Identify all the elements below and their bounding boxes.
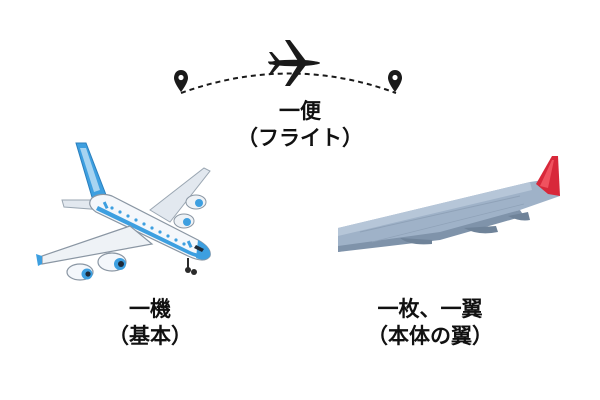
destination-map-pin-icon bbox=[388, 70, 402, 92]
flight-counter-text: 一便 bbox=[279, 99, 321, 123]
airplane-icon bbox=[268, 40, 320, 86]
flight-route bbox=[174, 40, 402, 94]
aircraft-counter-label: 一機 （基本） bbox=[50, 296, 250, 350]
passenger-airplane-image bbox=[36, 142, 211, 281]
flight-counter-label: 一便 （フライト） bbox=[200, 98, 400, 152]
wing-counter-text: 一枚、一翼 bbox=[377, 297, 483, 321]
airplane-wing-image bbox=[338, 156, 560, 252]
flight-meaning-text: （フライト） bbox=[237, 126, 363, 150]
origin-map-pin-icon bbox=[174, 70, 188, 92]
aircraft-counter-text: 一機 bbox=[129, 297, 171, 321]
wing-meaning-text: （本体の翼） bbox=[367, 324, 493, 348]
aircraft-meaning-text: （基本） bbox=[108, 324, 192, 348]
route-dashed-arc bbox=[180, 72, 397, 94]
wing-counter-label: 一枚、一翼 （本体の翼） bbox=[330, 296, 530, 350]
